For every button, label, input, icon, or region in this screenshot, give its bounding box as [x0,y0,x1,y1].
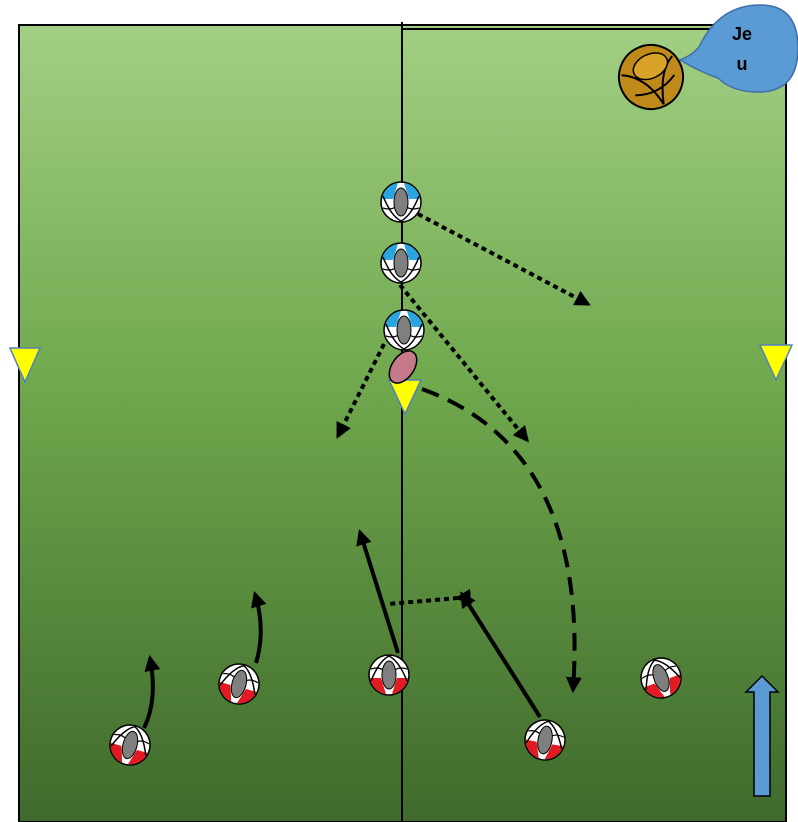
defender-player-3-icon [368,654,410,696]
cone-right-icon [758,344,794,382]
defender-player-4-icon [524,719,566,761]
defender-player-1-icon [109,724,151,766]
run-line-defender-3 [356,528,400,654]
attacker-player-2-icon [380,242,422,284]
speech-bubble-line-2: u [737,54,748,74]
run-line-defender-1 [142,654,161,729]
direction-of-play-arrow-icon [744,674,780,797]
run-line-defender-2 [251,590,267,664]
run-line-defender-4 [460,591,542,719]
pass-line-mid-right [398,283,530,443]
attacker-player-3-icon [383,309,425,351]
coach-icon [618,44,684,110]
kick-trajectory [421,387,582,694]
attacker-player-1-icon [380,181,422,223]
defender-player-2-icon [218,663,260,705]
communication-line [387,588,472,606]
cone-left-icon [8,347,42,384]
defender-player-5-icon [640,657,682,699]
rugby-ball-icon [388,350,418,384]
speech-bubble-line-1: Je [732,24,752,44]
pass-line-left [336,343,386,439]
coach-speech-bubble: Je u [678,4,798,93]
